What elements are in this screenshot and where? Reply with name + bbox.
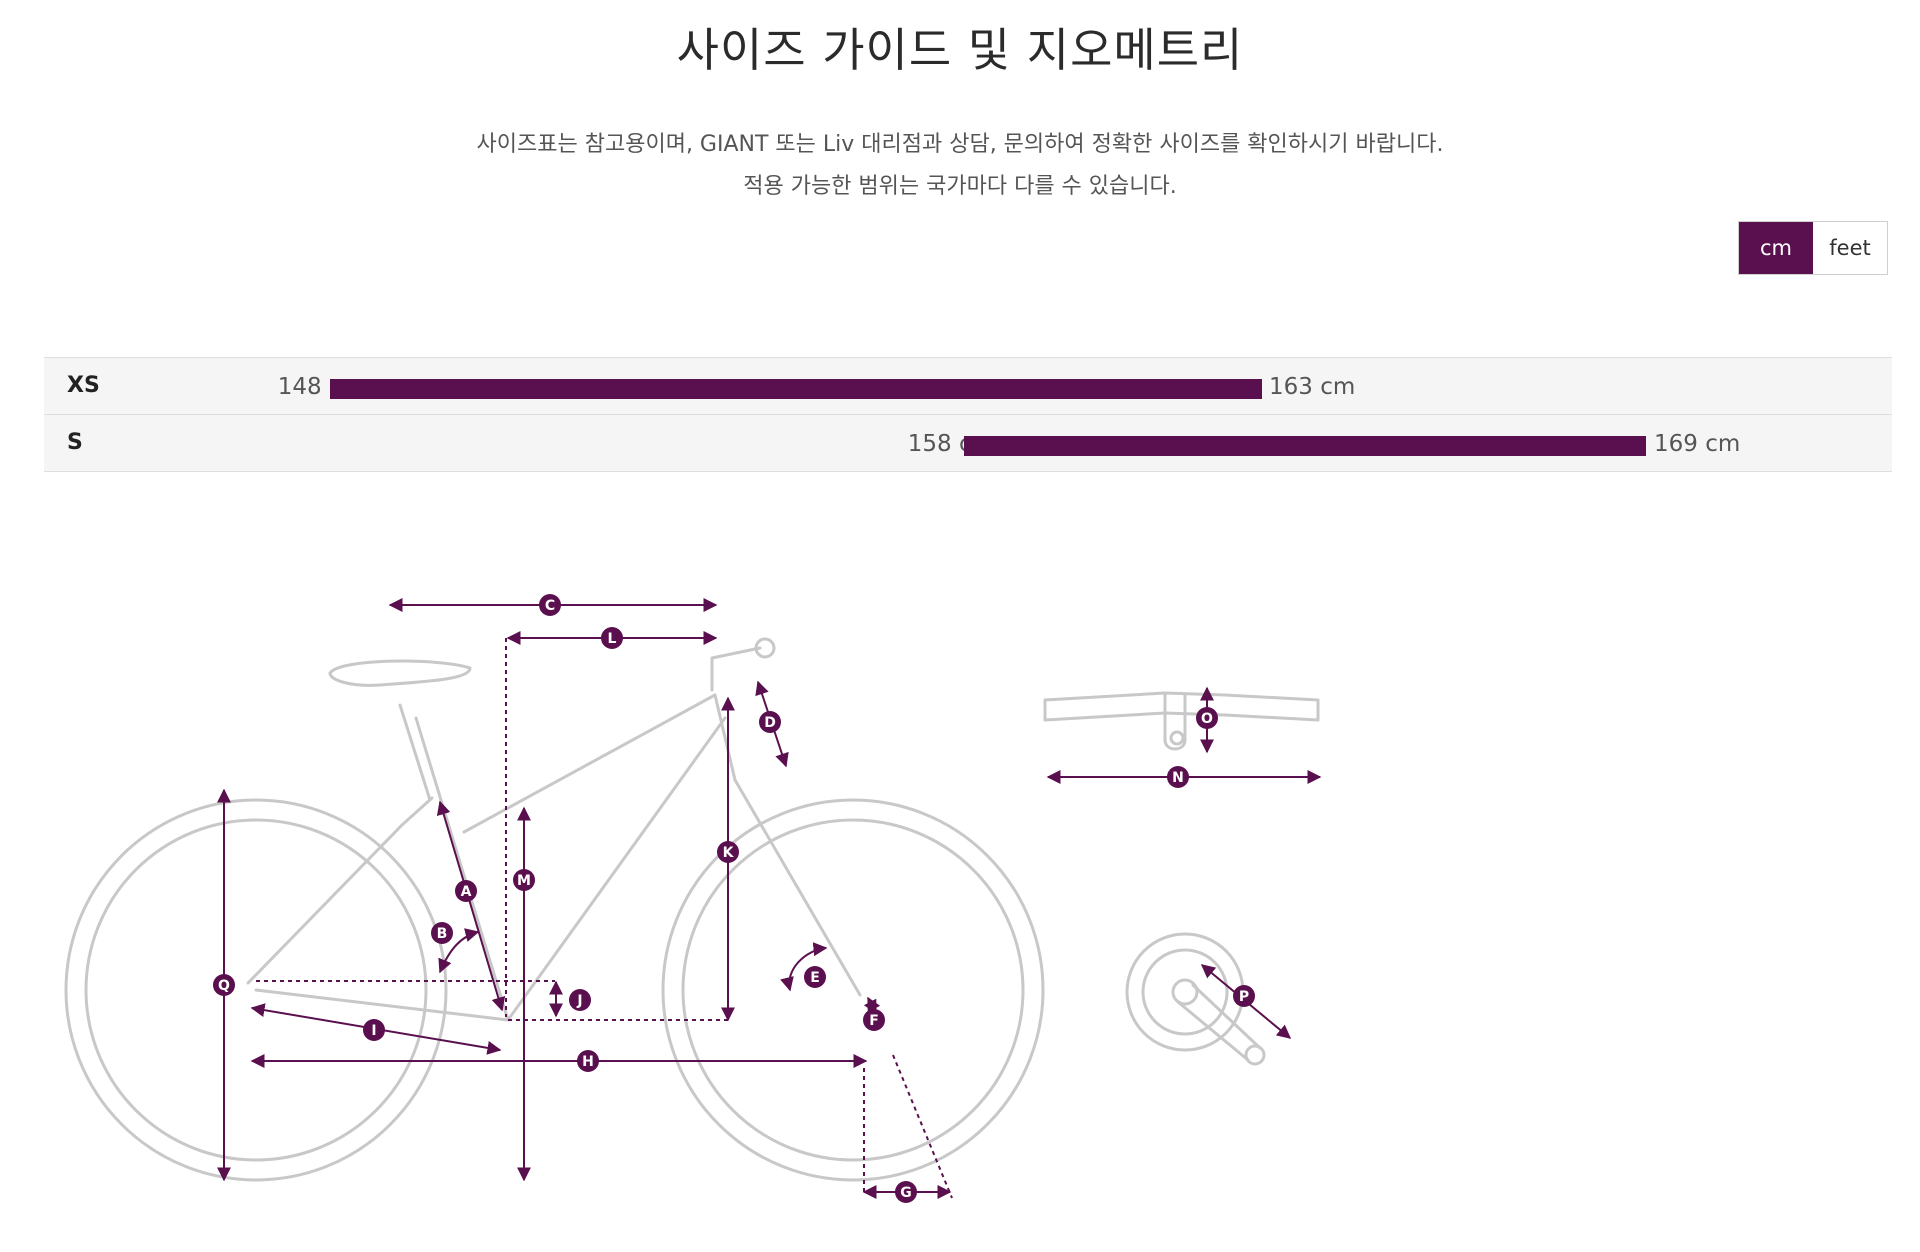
- top-tube: [462, 693, 717, 834]
- range-max-label: 163 cm: [1269, 374, 1356, 400]
- guide-trail-b: [892, 1054, 953, 1199]
- size-row-xs: XS 148 cm 163 cm: [44, 357, 1892, 414]
- page-title: 사이즈 가이드 및 지오메트리: [676, 23, 1244, 77]
- svg-text:K: K: [723, 845, 735, 861]
- pedal-axle: [1244, 1044, 1266, 1066]
- stem-bolt: [1169, 730, 1185, 746]
- size-range-bar: [330, 379, 1262, 399]
- arrow-b: [438, 928, 480, 974]
- arrow-a: [436, 800, 506, 1012]
- svg-text:A: A: [461, 884, 472, 900]
- size-label: S: [67, 430, 83, 455]
- badge-g: G: [895, 1181, 917, 1203]
- svg-text:E: E: [810, 970, 820, 986]
- handlebar-stem: [1163, 691, 1187, 751]
- bike-outline: [64, 637, 1320, 1182]
- crank-spindle: [1171, 978, 1199, 1006]
- head-tube: [713, 693, 737, 782]
- fork: [733, 778, 862, 997]
- svg-text:D: D: [764, 715, 776, 731]
- badge-a: A: [455, 880, 477, 902]
- saddle: [328, 659, 472, 687]
- front-wheel: [661, 798, 1045, 1182]
- unit-toggle: cm feet: [1738, 221, 1888, 275]
- seat-post: [398, 703, 432, 802]
- badge-f: F: [863, 1009, 885, 1031]
- badge-j: J: [569, 989, 591, 1011]
- chainring-inner: [1141, 948, 1229, 1036]
- badge-o: O: [1196, 707, 1218, 729]
- size-label: XS: [67, 373, 100, 398]
- svg-text:O: O: [1201, 711, 1213, 727]
- size-range-table: XS 148 cm 163 cm S 158 cm 169 cm: [44, 357, 1892, 472]
- geometry-svg: C L D A M K B Q J E F I H G O N P: [64, 594, 1322, 1203]
- svg-text:I: I: [371, 1023, 376, 1039]
- badge-m: M: [513, 869, 535, 891]
- bike-geometry-diagram: C L D A M K B Q J E F I H G O N P: [0, 540, 1920, 1252]
- badge-p: P: [1233, 985, 1255, 1007]
- svg-text:N: N: [1172, 770, 1184, 786]
- svg-text:B: B: [437, 926, 448, 942]
- size-range-bar: [964, 436, 1646, 456]
- svg-text:L: L: [608, 631, 617, 647]
- guide-lines: [256, 638, 953, 1199]
- svg-text:P: P: [1239, 989, 1249, 1005]
- down-tube: [506, 716, 727, 1022]
- range-max-label: 169 cm: [1654, 431, 1741, 457]
- badge-n: N: [1167, 766, 1189, 788]
- svg-text:C: C: [545, 598, 555, 614]
- arrow-e: [780, 942, 828, 992]
- unit-feet-button[interactable]: feet: [1813, 222, 1887, 274]
- svg-text:G: G: [900, 1185, 912, 1201]
- subtitle-line-2: 적용 가능한 범위는 국가마다 다를 수 있습니다.: [743, 174, 1177, 199]
- badge-d: D: [759, 711, 781, 733]
- rear-wheel-rim: [84, 818, 428, 1162]
- svg-text:M: M: [517, 873, 531, 889]
- handlebar: [1043, 691, 1320, 722]
- svg-text:H: H: [582, 1054, 594, 1070]
- badge-h: H: [577, 1050, 599, 1072]
- size-row-s: S 158 cm 169 cm: [44, 414, 1892, 472]
- svg-text:F: F: [869, 1013, 879, 1029]
- svg-text:Q: Q: [218, 978, 230, 994]
- badge-e: E: [804, 966, 826, 988]
- stem: [710, 646, 762, 692]
- badge-b: B: [431, 922, 453, 944]
- measurement-badges: C L D A M K B Q J E F I H G O N P: [213, 594, 1255, 1203]
- handlebar-end: [754, 637, 776, 659]
- subtitle-line-1: 사이즈표는 참고용이며, GIANT 또는 Liv 대리점과 상담, 문의하여 …: [476, 132, 1444, 157]
- seat-tube: [414, 716, 510, 1022]
- badge-q: Q: [213, 974, 235, 996]
- badge-i: I: [363, 1019, 385, 1041]
- svg-text:J: J: [576, 993, 582, 1009]
- badge-k: K: [717, 841, 739, 863]
- front-wheel-rim: [681, 818, 1025, 1162]
- badge-l: L: [601, 627, 623, 649]
- seat-stay: [246, 796, 434, 985]
- badge-c: C: [539, 594, 561, 616]
- unit-cm-button[interactable]: cm: [1739, 222, 1813, 274]
